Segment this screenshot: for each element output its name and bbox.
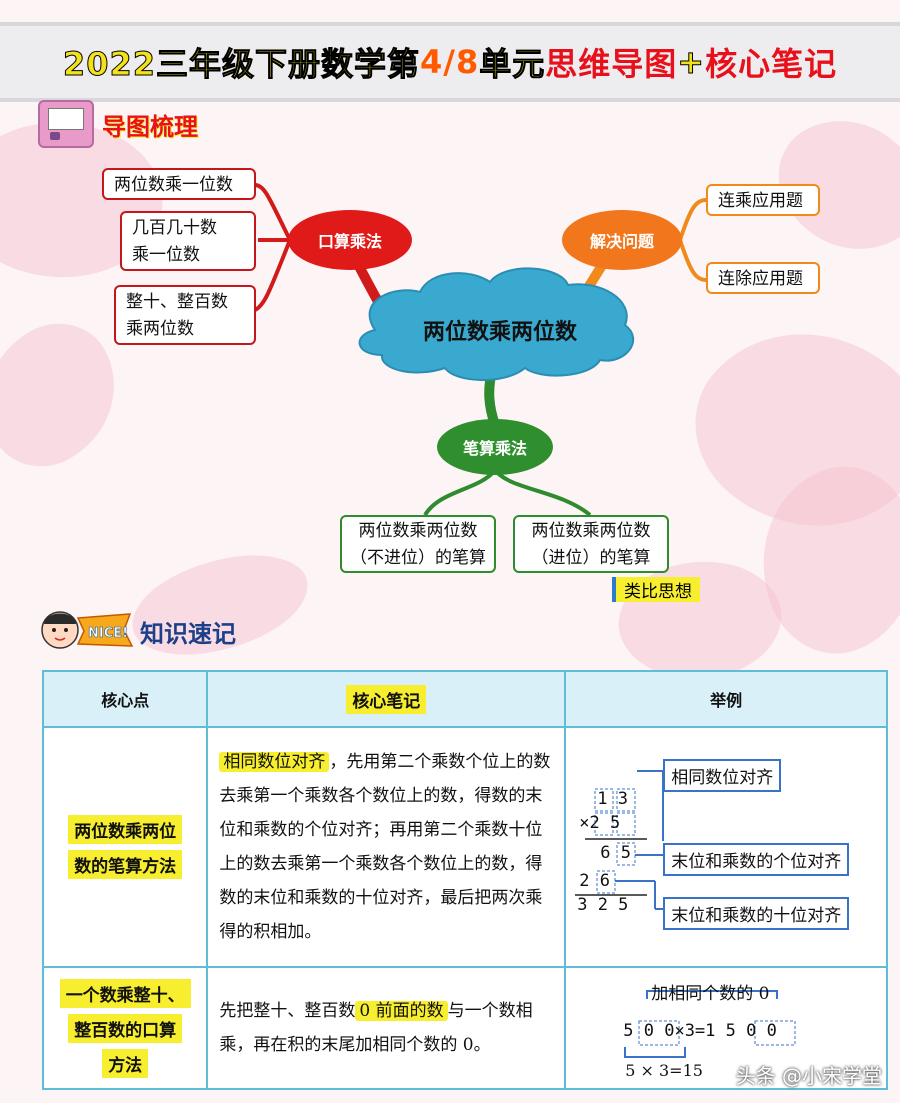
mindmap-center: 两位数乘两位数 [422,320,577,345]
title-part2: 4/8 [420,43,480,81]
row2-example: 加相同个数的 0 5 0 0×3=1 5 0 0 5 × 3=15 [564,966,888,1090]
header-example: 举例 [564,670,888,728]
row1-example: 1 3 ×2 5 6 5 2 6 3 2 5 相同数位对齐 末位和乘数的个位对齐… [564,726,888,968]
section-mindmap-label: 导图梳理 [102,112,198,141]
left-item-3: 整十、整百数 乘两位数 [114,285,256,345]
watermark: 头条 @小宋学堂 [735,1064,882,1088]
row1-highlight: 相同数位对齐 [219,752,330,772]
section-mindmap-heading: 导图梳理 [38,100,198,148]
row2-key: 一个数乘整十、 整百数的口算 方法 [41,966,209,1090]
header-notes: 核心笔记 [206,670,567,728]
left-item-2: 几百几十数 乘一位数 [120,211,256,271]
example-line4: 2 6 [579,871,610,891]
table-header-row: 核心点 核心笔记 举例 [41,670,888,728]
example-line5: 3 2 5 [577,895,629,915]
example-line1: 1 3 [597,789,628,809]
row1-key: 两位数乘两位 数的笔算方法 [41,726,209,968]
row2-highlight: 0 前面的数 [355,1001,448,1021]
bottom-item-2: 两位数乘两位数 （进位）的笔算 [513,515,669,573]
branch-oral-multiplication: 口算乘法 [317,232,382,251]
section-notes-heading: NICE! 知识速记 [38,608,236,654]
section-notes-label: 知识速记 [140,619,236,648]
right-item-1: 连乘应用题 [706,184,820,216]
example-note-3: 末位和乘数的十位对齐 [663,897,850,930]
title-part3: 单元 [479,45,546,84]
row1-text: ，先用第二个乘数个位上的数去乘第一个乘数各个数位上的数，得数的末位和乘数的个位对… [219,752,551,942]
title-part4: 思维导图 [545,45,678,83]
title-part1: 2022三年级下册数学第 [62,45,420,84]
row2-example-title: 加相同个数的 0 [651,984,770,1004]
page-title: 2022三年级下册数学第 4/8 单元 思维导图 + 核心笔记 [0,22,900,102]
example-line2: ×2 5 [579,813,621,833]
example-note-2: 末位和乘数的个位对齐 [663,843,850,876]
row1-note: 相同数位对齐，先用第二个乘数个位上的数去乘第一个乘数各个数位上的数，得数的末位和… [206,726,567,968]
nice-badge-icon: NICE! [41,611,134,649]
branch-problem-solving: 解决问题 [589,232,654,251]
mindmap-connectors [253,183,707,517]
table-row: 两位数乘两位 数的笔算方法 相同数位对齐，先用第二个乘数个位上的数去乘第一个乘数… [41,726,888,968]
gameboy-icon [38,100,94,148]
title-part5: + [677,43,706,82]
left-item-1: 两位数乘一位数 [102,168,256,200]
example-line3: 6 5 [600,843,631,863]
row2-example-bottom: 5 × 3=15 [625,1061,703,1080]
row2-example-lines [624,990,796,1058]
analogy-tag: 类比思想 [612,577,700,602]
bottom-item-1: 两位数乘两位数 （不进位）的笔算 [340,515,496,573]
right-item-2: 连除应用题 [706,262,820,294]
notes-table: 核心点 核心笔记 举例 两位数乘两位 数的笔算方法 相同数位对齐，先用第二个乘数… [41,670,888,1090]
example-note-1: 相同数位对齐 [663,759,782,792]
row2-example-equation: 5 0 0×3=1 5 0 0 [623,1021,777,1041]
header-key-point: 核心点 [41,670,209,728]
nice-badge-text: NICE! [88,626,128,641]
branch-written-multiplication: 笔算乘法 [462,439,527,458]
title-part6: 核心笔记 [705,45,838,83]
